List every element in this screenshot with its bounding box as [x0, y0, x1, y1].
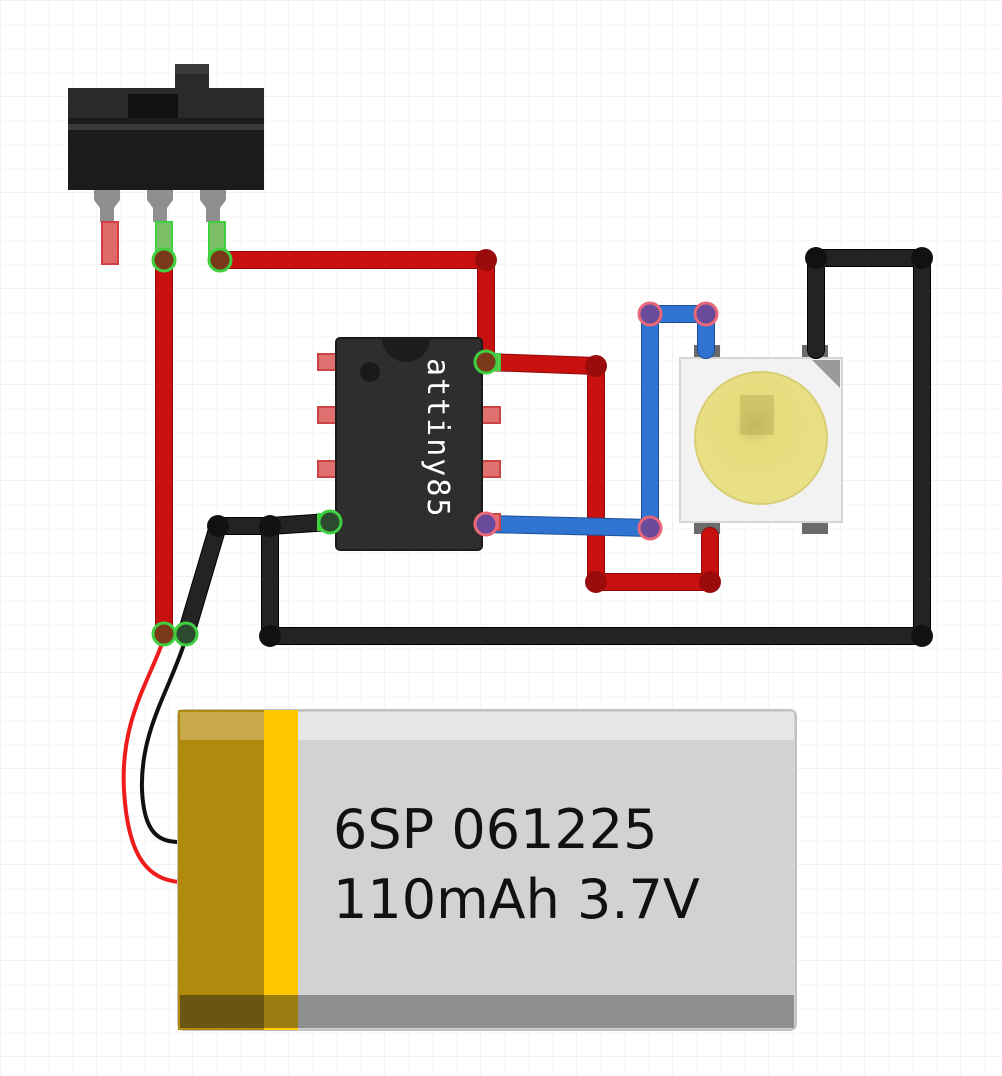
lipo-battery-icon[interactable]: 6SP 061225 110mAh 3.7V [177, 709, 797, 1031]
connection-highlights [151, 247, 719, 647]
battery-leads [121, 636, 188, 884]
wire-nodes [207, 247, 933, 647]
battery-label-line1: 6SP 061225 [333, 798, 658, 861]
slide-switch-icon[interactable] [68, 64, 264, 265]
smd-rgb-led-icon[interactable] [679, 345, 843, 534]
switch-pins [94, 190, 226, 222]
switch-pin-1-end[interactable] [101, 221, 119, 265]
battery-label-line2: 110mAh 3.7V [333, 868, 700, 931]
chip-label: attiny85 [420, 358, 455, 519]
dip8-ic-icon[interactable]: attiny85 [317, 337, 501, 551]
